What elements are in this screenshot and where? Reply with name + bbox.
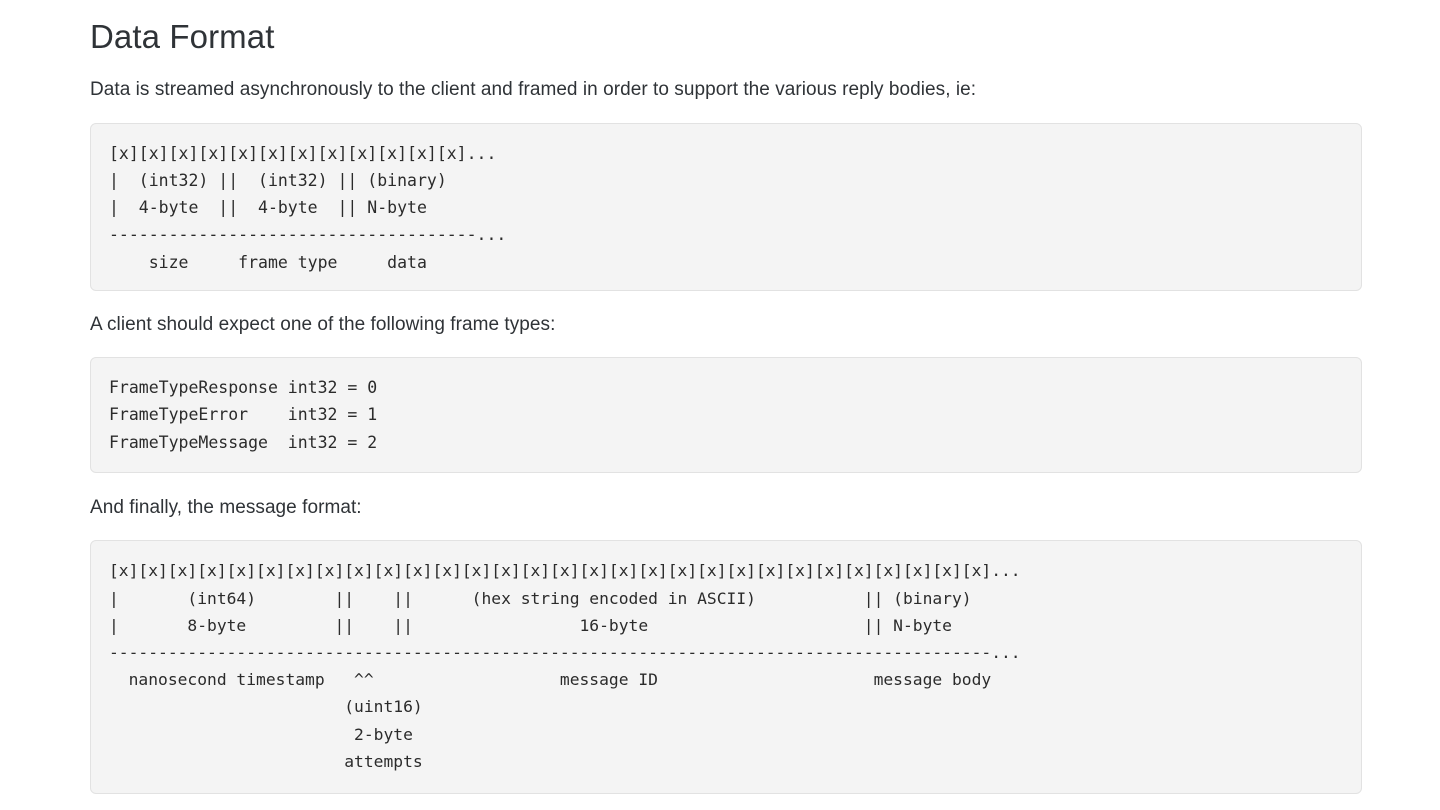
- code-frame-layout-text: [x][x][x][x][x][x][x][x][x][x][x][x]... …: [109, 143, 507, 272]
- frame-types-lead-paragraph: A client should expect one of the follow…: [90, 313, 556, 335]
- code-block-message-layout: [x][x][x][x][x][x][x][x][x][x][x][x][x][…: [90, 540, 1362, 794]
- code-block-frame-types: FrameTypeResponse int32 = 0 FrameTypeErr…: [90, 357, 1362, 473]
- code-message-layout-text: [x][x][x][x][x][x][x][x][x][x][x][x][x][…: [109, 561, 1021, 771]
- code-block-frame-layout: [x][x][x][x][x][x][x][x][x][x][x][x]... …: [90, 122, 1362, 291]
- code-frame-types-text: FrameTypeResponse int32 = 0 FrameTypeErr…: [109, 378, 378, 452]
- intro-paragraph: Data is streamed asynchronously to the c…: [90, 79, 977, 101]
- message-format-lead-paragraph: And finally, the message format:: [90, 496, 362, 518]
- page-title: Data Format: [90, 18, 275, 55]
